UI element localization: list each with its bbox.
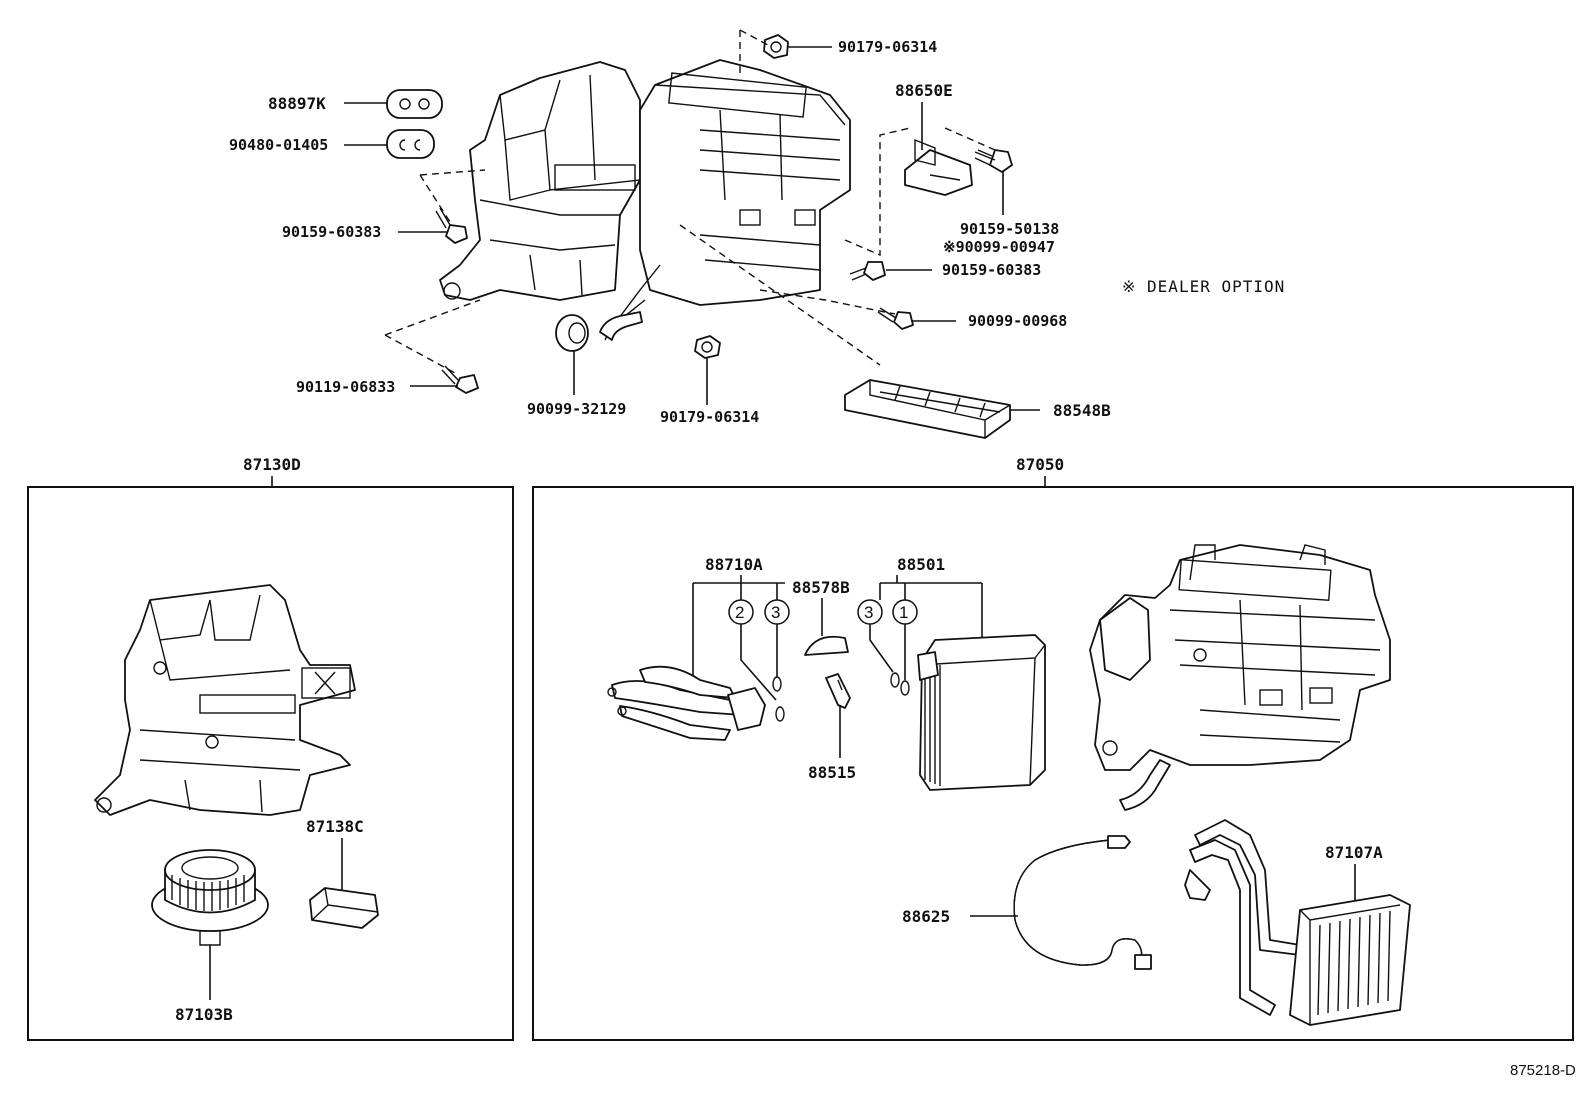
callout-3-right-label: 3 xyxy=(864,603,873,622)
label-90159-50138: 90159-50138 xyxy=(960,220,1059,238)
screw-90159-60383-left xyxy=(435,207,468,244)
label-90099-00947: ※90099-00947 xyxy=(943,238,1055,256)
blower-motor-87103B xyxy=(151,849,269,946)
label-90119-06833: 90119-06833 xyxy=(296,378,395,396)
screw-90159-50138 xyxy=(974,149,1013,173)
callout-1-label: 1 xyxy=(899,603,908,622)
label-88710A: 88710A xyxy=(705,555,763,574)
resistor-87138C xyxy=(309,887,379,929)
evaporator-88501 xyxy=(917,634,1046,791)
wire-harness-88625 xyxy=(1013,835,1152,970)
seal-88578B xyxy=(804,635,849,656)
label-90159-60383-right: 90159-60383 xyxy=(942,261,1041,279)
filter-88548B xyxy=(844,379,1011,439)
label-88515: 88515 xyxy=(808,763,856,782)
label-88548B: 88548B xyxy=(1053,401,1111,420)
tube-set-88710A xyxy=(607,665,766,741)
label-87130D: 87130D xyxy=(243,455,301,474)
callout-2-label: 2 xyxy=(735,603,744,622)
group-box-87050 xyxy=(532,486,1574,1041)
label-90480-01405: 90480-01405 xyxy=(229,136,328,154)
label-87107A: 87107A xyxy=(1325,843,1383,862)
screw-90099-00968 xyxy=(877,307,914,330)
dealer-option-note: ※ DEALER OPTION xyxy=(1122,277,1285,296)
grommet-90099-32129 xyxy=(555,314,589,352)
label-90099-00968: 90099-00968 xyxy=(968,312,1067,330)
heater-unit-housing xyxy=(439,59,851,341)
grommet-88897K xyxy=(386,89,443,119)
heater-core-87107A xyxy=(1184,819,1411,1026)
label-87138C: 87138C xyxy=(306,817,364,836)
label-90179-06314-top: 90179-06314 xyxy=(838,38,937,56)
label-88501: 88501 xyxy=(897,555,945,574)
label-88578B: 88578B xyxy=(792,578,850,597)
label-87103B: 87103B xyxy=(175,1005,233,1024)
thermistor-88515 xyxy=(825,673,851,709)
screw-90159-60383-right xyxy=(849,261,886,281)
label-90099-32129: 90099-32129 xyxy=(527,400,626,418)
callout-3-left-label: 3 xyxy=(771,603,780,622)
label-90159-60383-left: 90159-60383 xyxy=(282,223,381,241)
nut-90179-06314-bottom xyxy=(694,335,721,359)
label-88897K: 88897K xyxy=(268,94,326,113)
bolt-90119-06833 xyxy=(441,365,479,394)
label-87050: 87050 xyxy=(1016,455,1064,474)
label-88625: 88625 xyxy=(902,907,950,926)
grommet-90480-01405 xyxy=(386,129,435,159)
label-88650E: 88650E xyxy=(895,81,953,100)
label-90179-06314-bottom: 90179-06314 xyxy=(660,408,759,426)
blower-case-87130D xyxy=(94,584,356,816)
reference-code: 875218-D xyxy=(1510,1062,1576,1079)
heater-unit-87050 xyxy=(1089,544,1391,811)
nut-90179-06314-top xyxy=(763,34,789,59)
group-box-87130D xyxy=(27,486,514,1041)
servo-88650E xyxy=(904,138,973,196)
